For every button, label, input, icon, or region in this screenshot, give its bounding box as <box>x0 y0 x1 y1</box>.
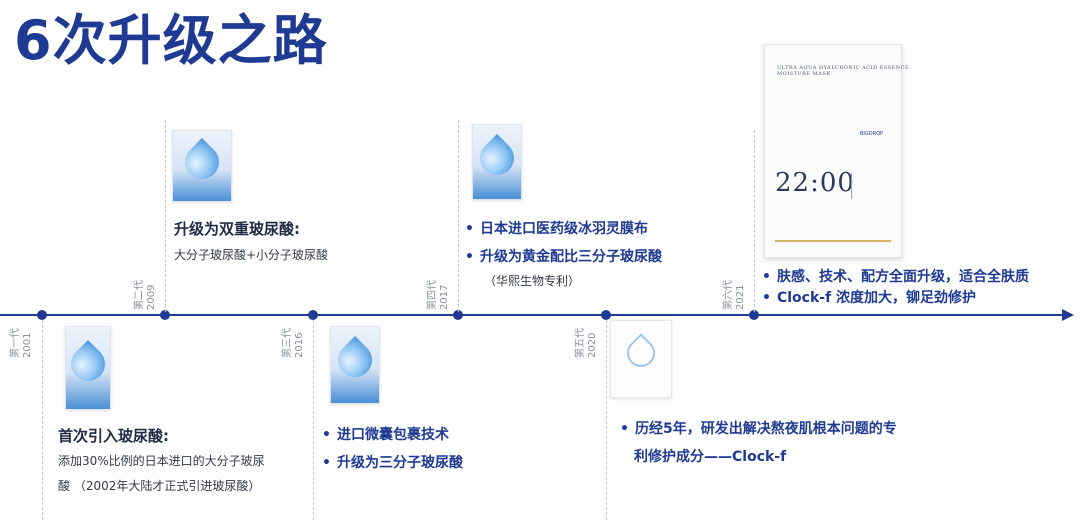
mask-time: 22:00 <box>775 168 855 198</box>
gen5-bullet-line1: •历经5年，研发出解决熬夜肌根本问题的专 <box>620 421 897 437</box>
timeline-dot-gen4 <box>453 310 463 320</box>
product-image-gen5 <box>610 320 672 398</box>
brand-logo: BIGDROP <box>860 131 884 137</box>
timeline-dot-gen6 <box>749 310 759 320</box>
gen5-bullet-line2: 利修护成分——Clock-f <box>634 449 787 465</box>
gen4-bullet-2: •升级为黄金配比三分子玻尿酸 <box>465 249 662 265</box>
gen6-bullet-2: •Clock-f 浓度加大，铆足劲修护 <box>762 290 977 306</box>
connector-gen5 <box>606 320 607 520</box>
timeline-axis <box>0 314 1064 316</box>
timeline-dot-gen5 <box>601 310 611 320</box>
product-image-gen2 <box>172 130 232 202</box>
timeline-dot-gen1 <box>37 310 47 320</box>
timeline-dot-gen2 <box>160 310 170 320</box>
product-image-gen1 <box>65 326 111 410</box>
gen6-bullet-1: •肤感、技术、配方全面升级，适合全肤质 <box>762 269 1029 285</box>
gen4-note: （华熙生物专利） <box>484 274 581 288</box>
product-image-gen4 <box>472 124 522 200</box>
connector-gen1 <box>42 320 43 520</box>
gen1-heading: 首次引入玻尿酸: <box>58 427 169 445</box>
gen1-desc-line2: 酸 （2002年大陆才正式引进玻尿酸） <box>58 479 261 493</box>
gen2-desc: 大分子玻尿酸+小分子玻尿酸 <box>174 248 329 262</box>
connector-gen4 <box>458 120 459 312</box>
connector-gen6 <box>754 130 755 312</box>
gen3-bullet-1: •进口微囊包裹技术 <box>322 427 449 443</box>
connector-gen3 <box>313 320 314 520</box>
gen4-bullet-1: •日本进口医药级冰羽灵膜布 <box>465 221 648 237</box>
product-image-gen3 <box>330 326 380 404</box>
gen3-bullet-2: •升级为三分子玻尿酸 <box>322 455 463 471</box>
gen2-heading: 升级为双重玻尿酸: <box>174 220 300 238</box>
timeline-arrow-icon <box>1062 309 1074 321</box>
timeline-dot-gen3 <box>308 310 318 320</box>
gen1-desc-line1: 添加30%比例的日本进口的大分子玻尿 <box>58 454 265 468</box>
page-title: 6次升级之路 <box>14 9 328 72</box>
connector-gen2 <box>165 120 166 312</box>
